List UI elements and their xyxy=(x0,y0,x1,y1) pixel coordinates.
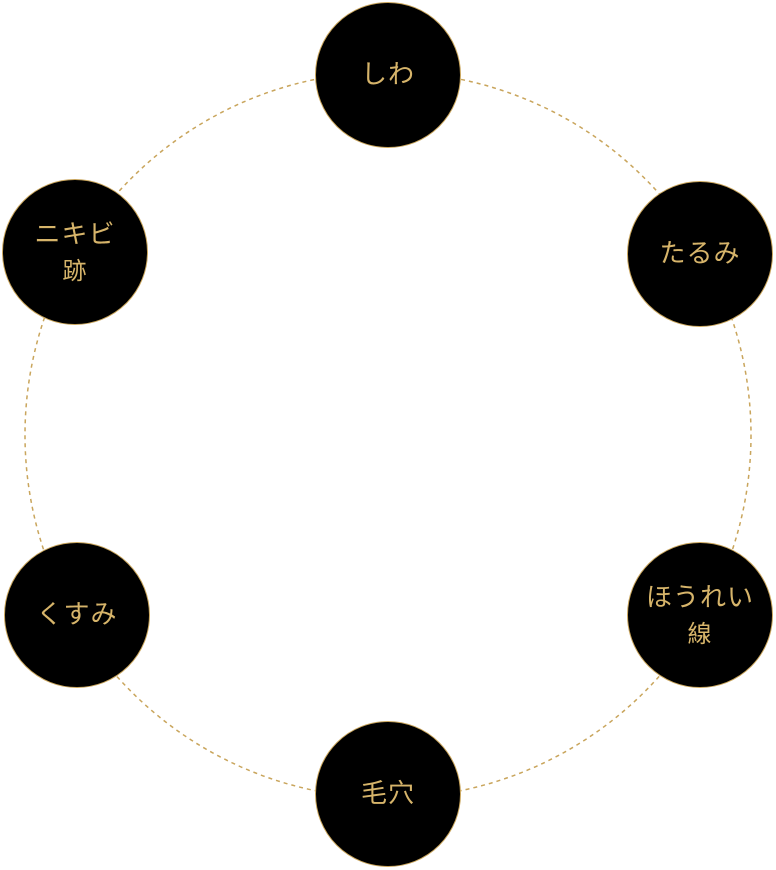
node-nikibi: ニキビ 跡 xyxy=(2,179,148,325)
node-label: しわ xyxy=(360,60,415,90)
node-label: たるみ xyxy=(659,239,741,269)
node-shiwa: しわ xyxy=(315,2,461,148)
node-kusumi: くすみ xyxy=(4,542,150,688)
node-label-line-2: 跡 xyxy=(62,257,88,285)
node-keana: 毛穴 xyxy=(315,721,461,867)
node-houreisen: ほうれい 線 xyxy=(627,542,773,688)
node-tarumi: たるみ xyxy=(627,181,773,327)
node-label-line-1: ニキビ xyxy=(34,220,116,250)
node-label-line-1: ほうれい xyxy=(645,583,754,613)
node-label-line-2: 線 xyxy=(687,620,713,648)
node-label: くすみ xyxy=(36,600,118,630)
node-label: 毛穴 xyxy=(360,779,415,809)
